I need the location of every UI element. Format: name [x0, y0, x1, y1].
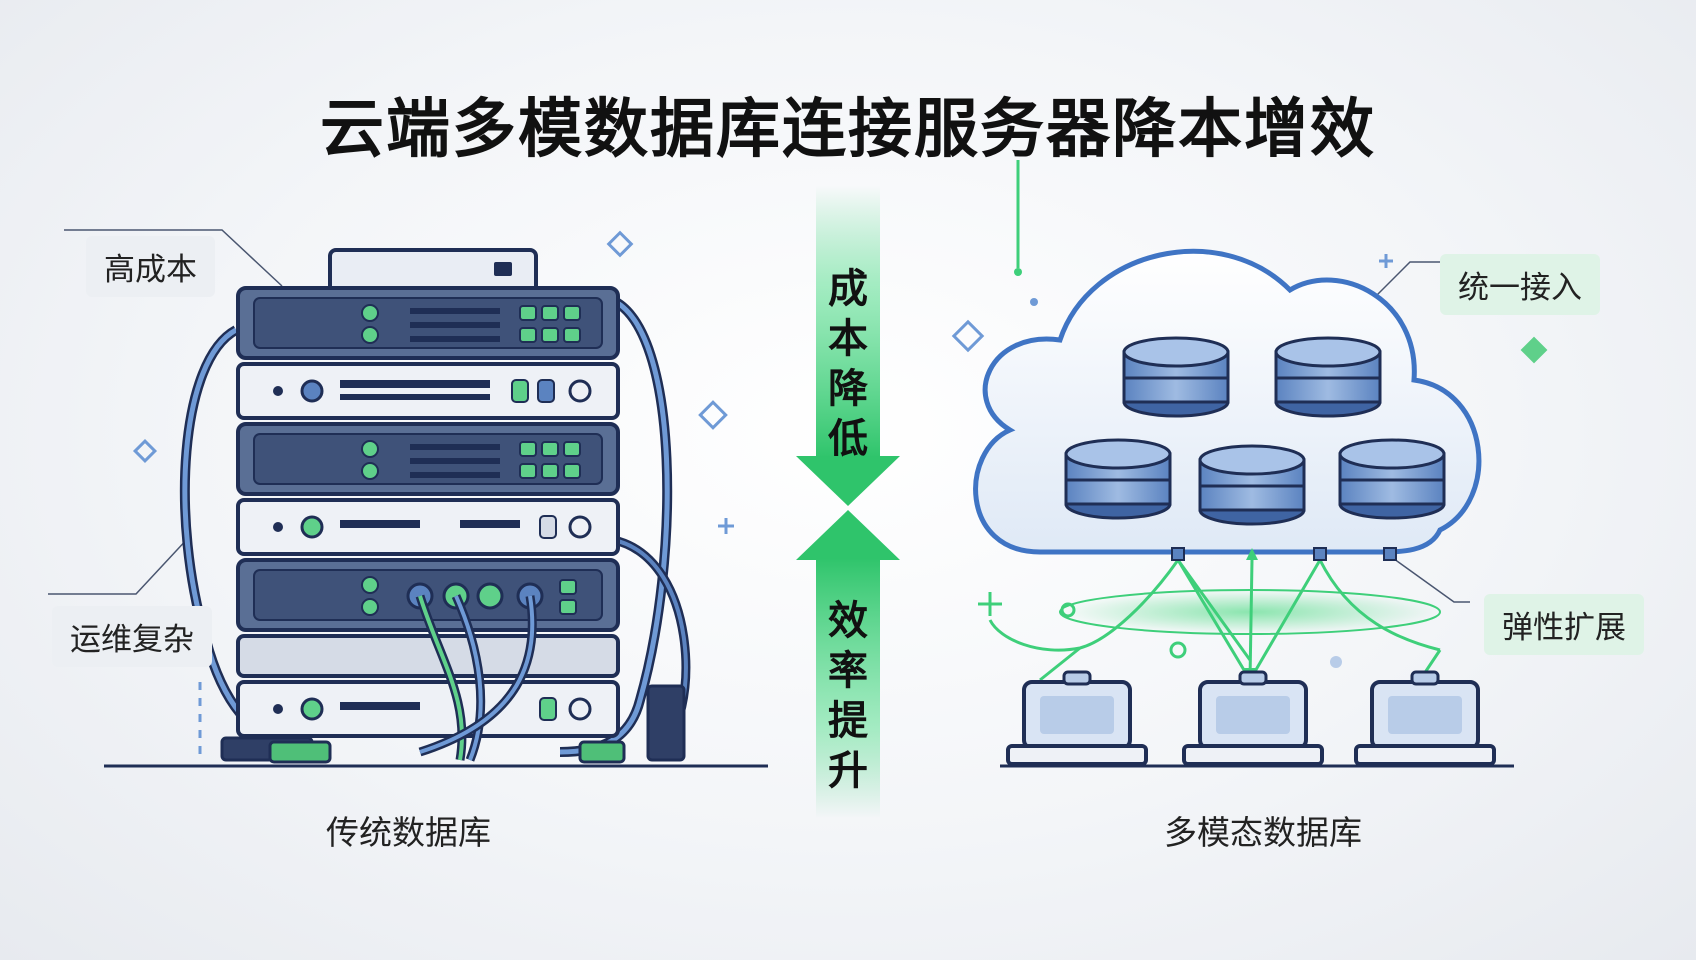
cost-down-arrow-icon [796, 186, 900, 506]
label-unified-access: 统一接入 [1440, 254, 1600, 315]
page-title: 云端多模数据库连接服务器降本增效 [320, 93, 1376, 167]
sparkle-decor-left [132, 230, 734, 534]
callout-line-high-cost [64, 229, 283, 287]
caption-multimodal-db: 多模态数据库 [1164, 813, 1362, 852]
callout-line-elastic [1389, 555, 1470, 603]
label-elastic-scaling: 弹性扩展 [1484, 594, 1644, 655]
server-rack-icon [48, 229, 768, 768]
caption-traditional-db: 传统数据库 [326, 813, 491, 852]
terminal-device-icon [1006, 670, 1148, 766]
efficiency-up-arrow-icon [796, 510, 900, 818]
database-cylinder-icon [1338, 438, 1446, 520]
callout-line-unified [1365, 261, 1444, 307]
database-cylinder-icon [1122, 336, 1230, 418]
label-high-cost: 高成本 [86, 236, 215, 297]
terminal-device-icon [1354, 670, 1496, 766]
efficiency-up-text: 效率提升 [828, 598, 868, 794]
callout-line-ops [48, 535, 191, 595]
cloud-database-icon [973, 160, 1514, 768]
database-cylinder-icon [1198, 444, 1306, 526]
label-complex-ops: 运维复杂 [52, 606, 212, 667]
database-cylinder-icon [1274, 336, 1382, 418]
sparkle-decor-right [951, 254, 1548, 616]
cost-down-text: 成本降低 [828, 266, 868, 462]
database-cylinder-icon [1064, 438, 1172, 520]
terminal-device-icon [1182, 670, 1324, 766]
